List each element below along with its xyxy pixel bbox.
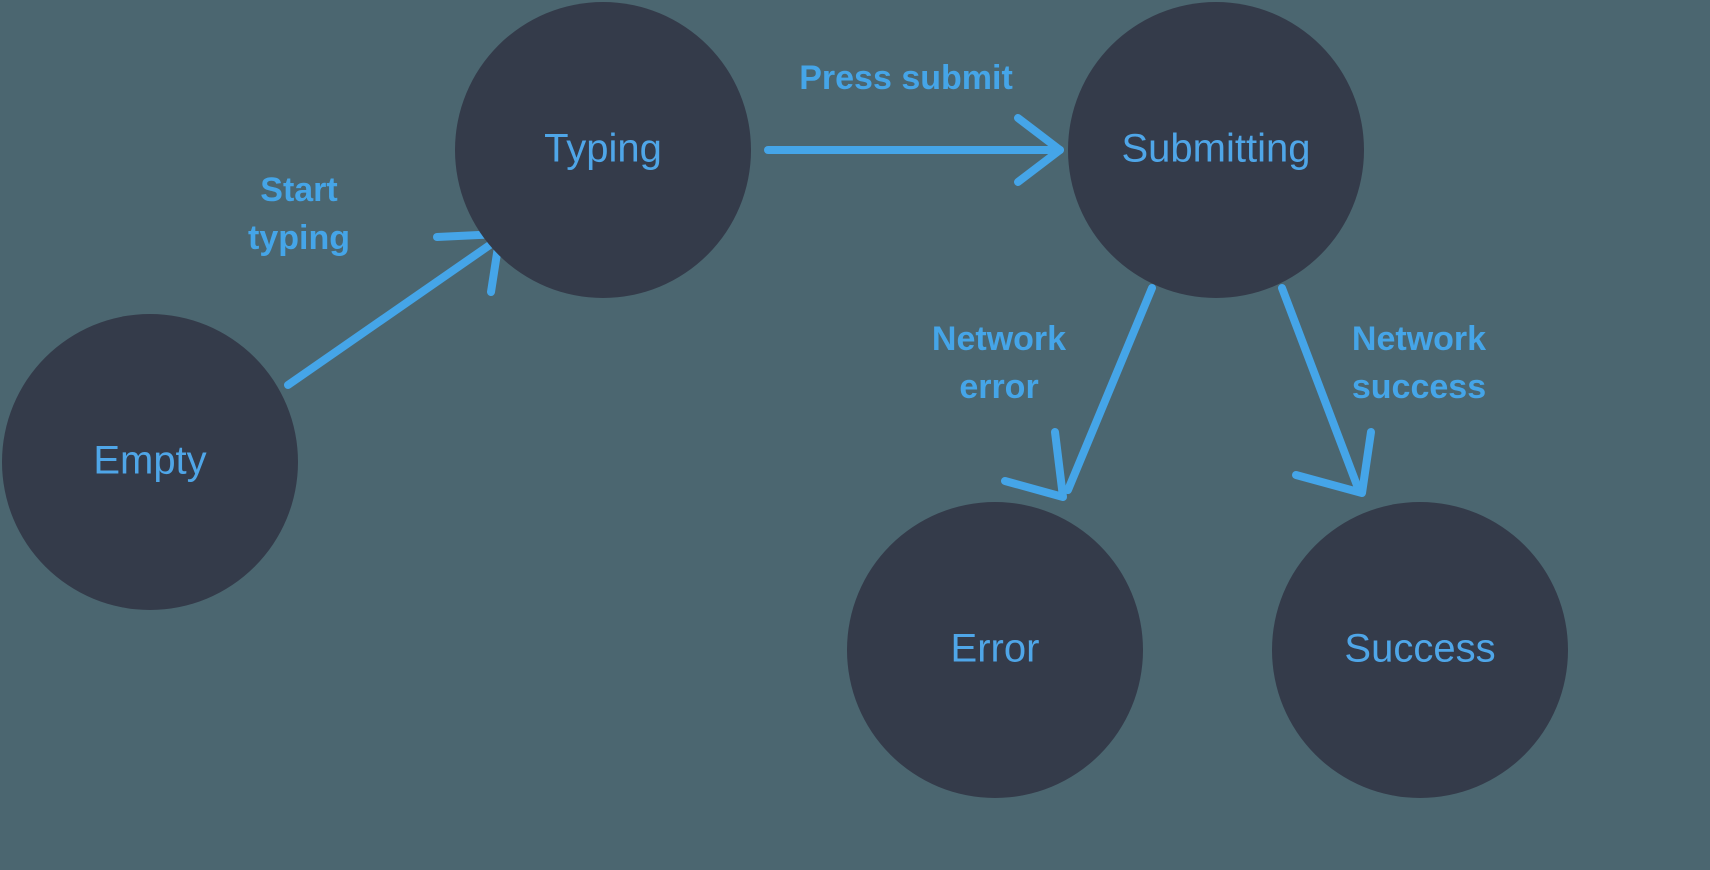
node-empty-label: Empty: [93, 439, 206, 483]
edge-label-empty-to-typing: Start typing: [248, 171, 350, 257]
edge-label-submitting-to-success-line1: Network: [1352, 320, 1486, 358]
edge-label-submitting-to-success: Network success: [1352, 320, 1486, 406]
node-error-label: Error: [951, 627, 1040, 671]
node-success-label: Success: [1344, 627, 1495, 671]
node-empty[interactable]: Empty: [2, 314, 298, 610]
edge-label-typing-to-submitting: Press submit: [799, 59, 1013, 97]
edge-typing-to-submitting-arrowhead: [1014, 114, 1064, 186]
node-success[interactable]: Success: [1272, 502, 1568, 798]
edge-label-submitting-to-success-line2: success: [1352, 368, 1486, 406]
node-typing[interactable]: Typing: [455, 2, 751, 298]
edge-submitting-to-success: [1278, 284, 1375, 497]
edge-submitting-to-success-line: [1278, 284, 1362, 492]
edge-typing-to-submitting: [764, 114, 1064, 186]
node-submitting[interactable]: Submitting: [1068, 2, 1364, 298]
node-typing-label: Typing: [544, 127, 662, 171]
node-empty-circle[interactable]: [2, 314, 298, 610]
edge-submitting-to-success-arrowhead: [1292, 428, 1375, 497]
node-typing-circle[interactable]: [455, 2, 751, 298]
edge-submitting-to-error-line: [1064, 284, 1156, 494]
node-error[interactable]: Error: [847, 502, 1143, 798]
edge-label-empty-to-typing-line2: typing: [248, 219, 350, 257]
node-error-circle[interactable]: [847, 502, 1143, 798]
edge-empty-to-typing-line: [284, 236, 501, 389]
edge-label-submitting-to-error-line1: Network: [932, 320, 1066, 358]
node-success-circle[interactable]: [1272, 502, 1568, 798]
edge-label-typing-to-submitting-line1: Press submit: [799, 59, 1013, 97]
edge-label-submitting-to-error: Network error: [932, 320, 1066, 406]
node-submitting-circle[interactable]: [1068, 2, 1364, 298]
edge-label-empty-to-typing-line1: Start: [260, 171, 337, 209]
edge-submitting-to-error: [1001, 284, 1156, 501]
edge-label-submitting-to-error-line2: error: [959, 368, 1038, 406]
edge-submitting-to-error-arrowhead: [1001, 428, 1067, 501]
node-submitting-label: Submitting: [1122, 127, 1311, 171]
